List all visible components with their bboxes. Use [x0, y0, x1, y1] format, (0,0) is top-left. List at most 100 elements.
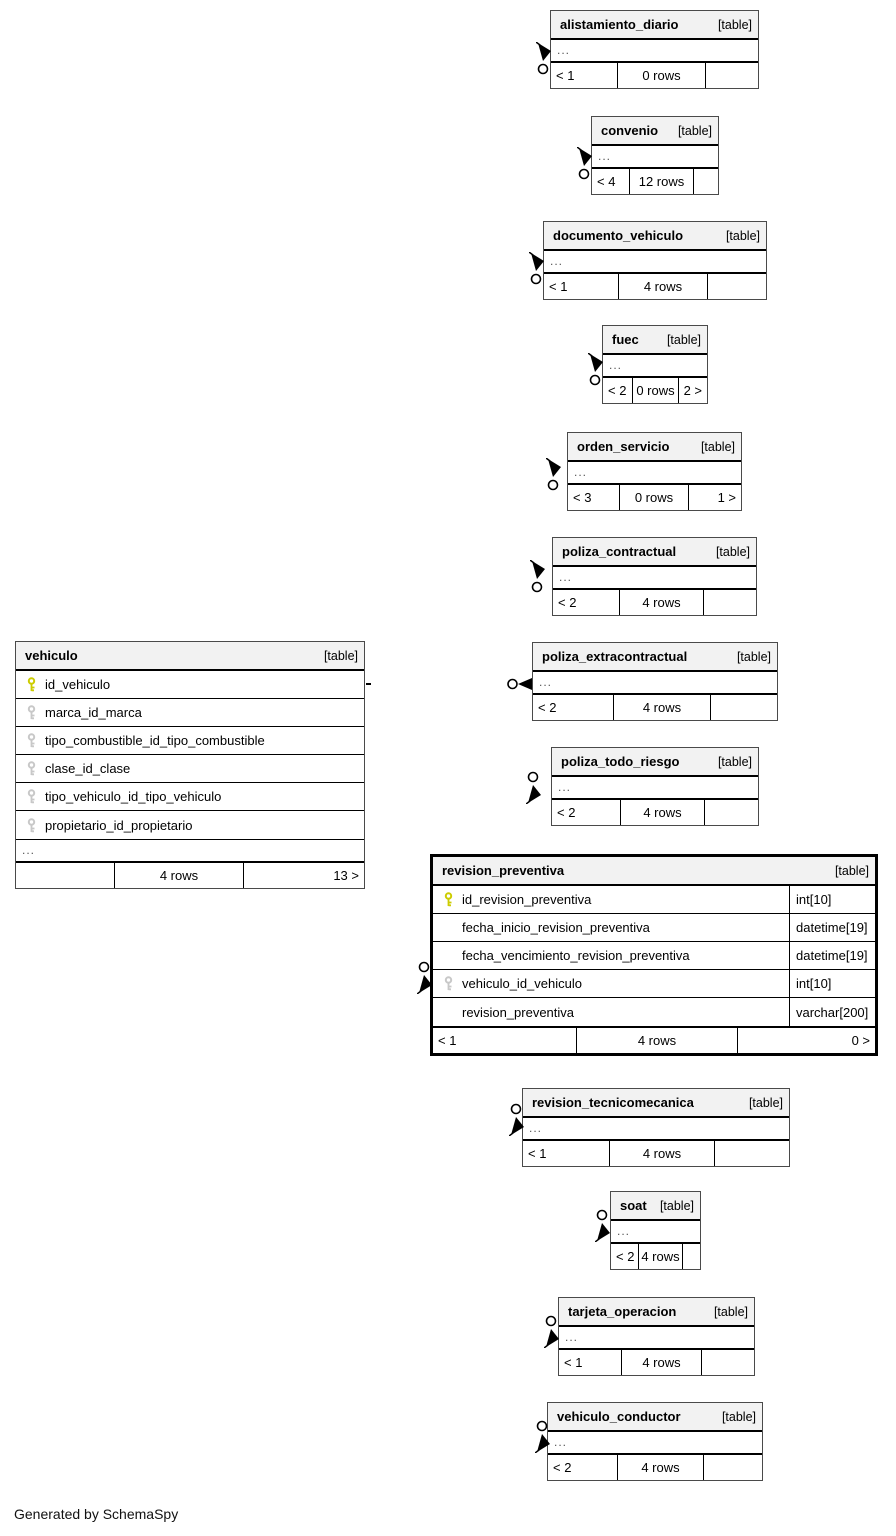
table-footer: < 1 4 rows 0 >: [433, 1026, 875, 1053]
table-header[interactable]: fuec [table]: [603, 326, 707, 355]
table-footer: < 3 0 rows 1 >: [568, 483, 741, 510]
footer-row-count: 4 rows: [621, 1350, 702, 1375]
relationship-crowfoot-icon: [535, 1420, 550, 1453]
table-name: fuec: [612, 332, 639, 347]
table-header[interactable]: convenio [table]: [592, 117, 718, 146]
column-row[interactable]: marca_id_marca: [16, 699, 364, 727]
column-name: revision_preventiva: [462, 1004, 575, 1020]
table-name: tarjeta_operacion: [568, 1304, 677, 1319]
relationship-crowfoot-icon: [529, 252, 544, 285]
table-tarjeta-operacion[interactable]: tarjeta_operacion [table] ... < 1 4 rows: [558, 1297, 755, 1376]
relationship-crowfoot-icon: [536, 42, 551, 75]
column-name: vehiculo_id_vehiculo: [462, 976, 582, 991]
column-name: tipo_combustible_id_tipo_combustible: [45, 733, 265, 748]
table-header[interactable]: poliza_extracontractual [table]: [533, 643, 777, 672]
relationship-crowfoot-icon: [509, 1103, 524, 1136]
table-header[interactable]: vehiculo [table]: [16, 642, 364, 671]
column-row[interactable]: propietario_id_propietario: [16, 811, 364, 839]
table-header[interactable]: soat [table]: [611, 1192, 700, 1221]
table-footer: 4 rows 13 >: [16, 861, 364, 888]
table-name: revision_preventiva: [442, 863, 565, 878]
column-row[interactable]: id_revision_preventiva int[10]: [433, 886, 875, 914]
relationship-crowfoot-icon: [526, 771, 541, 804]
footer-row-count: 4 rows: [114, 863, 244, 888]
footer-row-count: 0 rows: [632, 378, 679, 403]
table-header[interactable]: revision_preventiva [table]: [433, 857, 875, 886]
foreign-key-icon: [27, 817, 36, 832]
table-poliza-todo-riesgo[interactable]: poliza_todo_riesgo [table] ... < 2 4 row…: [551, 747, 759, 826]
foreign-key-icon: [27, 789, 36, 804]
table-type-label: [table]: [715, 544, 750, 559]
footer-parents-count: [711, 695, 777, 720]
column-row[interactable]: fecha_vencimiento_revision_preventiva da…: [433, 942, 875, 970]
footer-children-count: < 4: [597, 174, 616, 189]
column-row[interactable]: id_vehiculo: [16, 671, 364, 699]
table-documento-vehiculo[interactable]: documento_vehiculo [table] ... < 1 4 row…: [543, 221, 767, 300]
table-header[interactable]: orden_servicio [table]: [568, 433, 741, 462]
column-row[interactable]: clase_id_clase: [16, 755, 364, 783]
table-header[interactable]: tarjeta_operacion [table]: [559, 1298, 754, 1327]
table-footer: < 2 4 rows: [552, 798, 758, 825]
column-row[interactable]: tipo_combustible_id_tipo_combustible: [16, 727, 364, 755]
footer-parents-count: [704, 1455, 762, 1480]
table-header[interactable]: poliza_contractual [table]: [553, 538, 756, 567]
column-name: fecha_inicio_revision_preventiva: [462, 920, 650, 935]
table-orden-servicio[interactable]: orden_servicio [table] ... < 3 0 rows 1 …: [567, 432, 742, 511]
table-convenio[interactable]: convenio [table] ... < 4 12 rows: [591, 116, 719, 195]
footer-row-count: 4 rows: [576, 1028, 738, 1053]
relationship-crowfoot-icon: [544, 1315, 559, 1348]
table-footer: < 1 4 rows: [544, 272, 766, 299]
table-header[interactable]: alistamiento_diario [table]: [551, 11, 758, 40]
footer-row-count: 4 rows: [638, 1244, 683, 1269]
column-row[interactable]: revision_preventiva varchar[200]: [433, 998, 875, 1026]
table-header[interactable]: documento_vehiculo [table]: [544, 222, 766, 251]
table-revision-tecnicomecanica[interactable]: revision_tecnicomecanica [table] ... < 1…: [522, 1088, 790, 1167]
columns-ellipsis: ...: [617, 1224, 631, 1238]
table-type-label: [table]: [666, 332, 701, 347]
columns-ellipsis: ...: [550, 254, 564, 268]
footer-row-count: 4 rows: [609, 1141, 715, 1166]
schemaspy-credit: Generated by SchemaSpy: [14, 1506, 179, 1522]
table-header[interactable]: revision_tecnicomecanica [table]: [523, 1089, 789, 1118]
table-type-label: [table]: [717, 754, 752, 769]
primary-key-icon: [27, 677, 36, 692]
footer-parents-count: 0 >: [851, 1033, 870, 1048]
footer-row-count: 4 rows: [613, 695, 711, 720]
footer-children-count: < 1: [556, 68, 575, 83]
table-type-label: [table]: [323, 648, 358, 663]
table-footer: < 2 4 rows: [611, 1242, 700, 1269]
footer-children-count: < 2: [553, 1460, 572, 1475]
table-header[interactable]: poliza_todo_riesgo [table]: [552, 748, 758, 777]
column-type: int[10]: [789, 886, 875, 913]
column-name: tipo_vehiculo_id_tipo_vehiculo: [45, 789, 222, 804]
column-type: int[10]: [789, 970, 875, 997]
table-fuec[interactable]: fuec [table] ... < 2 0 rows 2 >: [602, 325, 708, 404]
footer-children-count: < 2: [608, 383, 627, 398]
relationship-crowfoot-icon: [546, 458, 561, 491]
column-type: datetime[19]: [789, 914, 875, 941]
relationship-edge-stub: [366, 683, 371, 685]
table-alistamiento-diario[interactable]: alistamiento_diario [table] ... < 1 0 ro…: [550, 10, 759, 89]
footer-parents-count: 2 >: [683, 383, 702, 398]
columns-ellipsis: ...: [609, 358, 623, 372]
table-vehiculo[interactable]: vehiculo [table] id_vehiculo marca_id_ma…: [15, 641, 365, 889]
column-row[interactable]: fecha_inicio_revision_preventiva datetim…: [433, 914, 875, 942]
column-row[interactable]: tipo_vehiculo_id_tipo_vehiculo: [16, 783, 364, 811]
column-row[interactable]: vehiculo_id_vehiculo int[10]: [433, 970, 875, 998]
column-name: clase_id_clase: [45, 761, 131, 776]
table-name: poliza_contractual: [562, 544, 677, 559]
table-header[interactable]: vehiculo_conductor [table]: [548, 1403, 762, 1432]
footer-children-count: < 2: [557, 805, 576, 820]
table-soat[interactable]: soat [table] ... < 2 4 rows: [610, 1191, 701, 1270]
table-type-label: [table]: [713, 1304, 748, 1319]
table-poliza-extracontractual[interactable]: poliza_extracontractual [table] ... < 2 …: [532, 642, 778, 721]
table-revision-preventiva[interactable]: revision_preventiva [table] id_revision_…: [430, 854, 878, 1056]
footer-row-count: 4 rows: [618, 274, 708, 299]
table-vehiculo-conductor[interactable]: vehiculo_conductor [table] ... < 2 4 row…: [547, 1402, 763, 1481]
footer-children-count: < 1: [549, 279, 568, 294]
footer-row-count: 4 rows: [619, 590, 704, 615]
table-poliza-contractual[interactable]: poliza_contractual [table] ... < 2 4 row…: [552, 537, 757, 616]
footer-parents-count: [704, 590, 756, 615]
table-name: poliza_todo_riesgo: [561, 754, 680, 769]
